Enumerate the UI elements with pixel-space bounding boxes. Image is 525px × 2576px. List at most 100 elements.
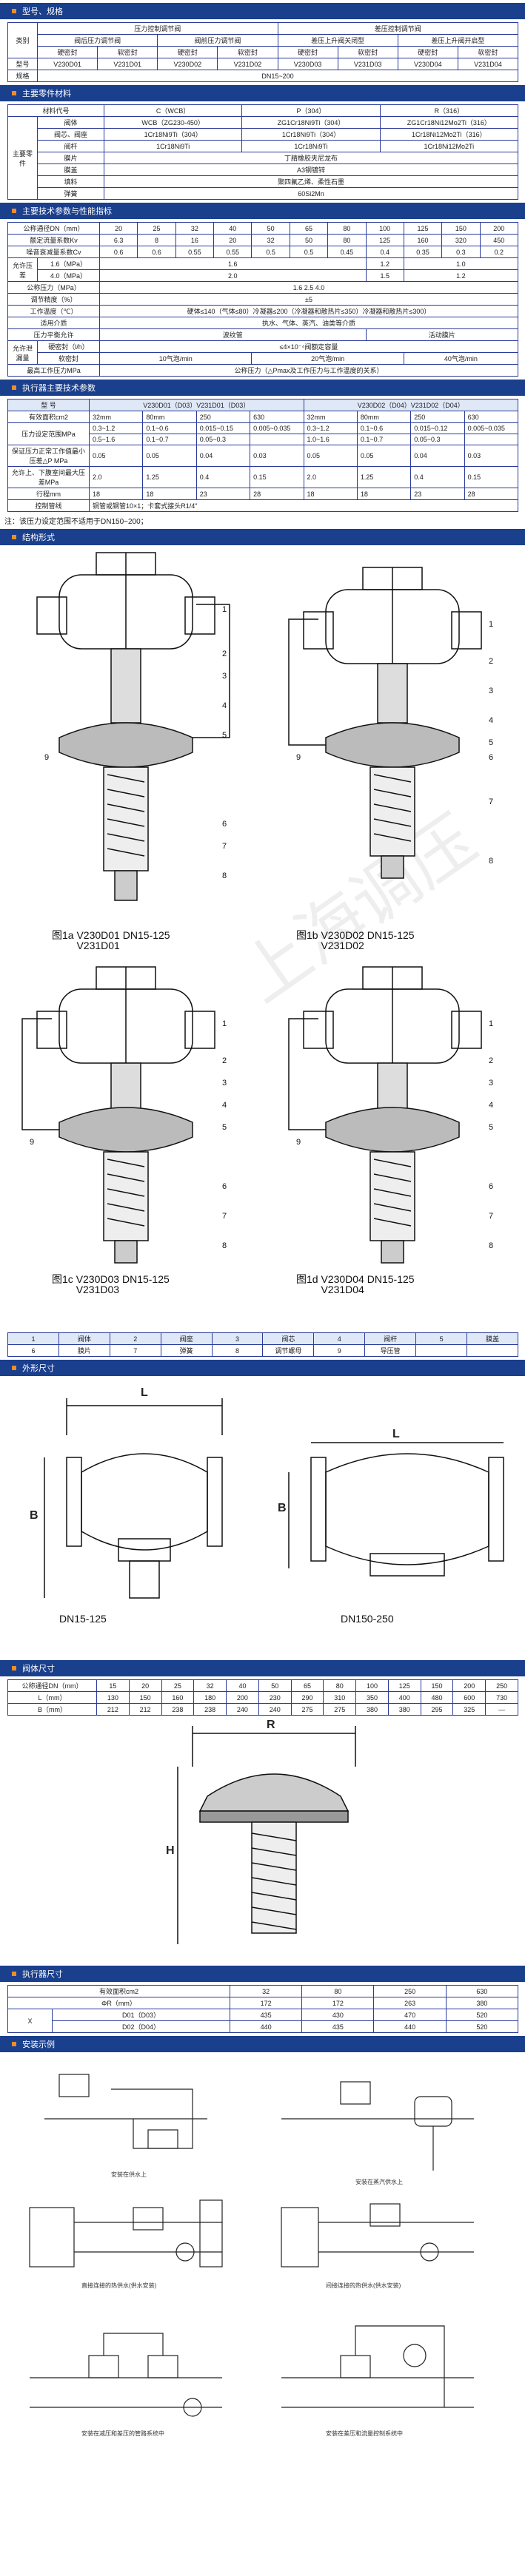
section-header-install: 安装示例 (0, 2036, 525, 2052)
l-cell: 200 (226, 1691, 259, 1704)
acc-label: 调节精度（%） (7, 293, 100, 306)
section-header-actuator: 执行器主要技术参数 (0, 380, 525, 396)
valve-diagram-1c: 123 456 789 (21, 966, 227, 1264)
leak-hard-label: 软密封 (37, 352, 100, 365)
area-cell: 80 (301, 1985, 375, 1997)
dn-label: 公称通径DN（mm） (7, 222, 100, 235)
section-header-model: 型号、规格 (0, 3, 525, 19)
cv-cell: 0.4 (365, 246, 404, 258)
kv-cell: 80 (327, 234, 367, 246)
part-name: 弹簧 (160, 1344, 213, 1357)
allow-cell: 2.0 (88, 466, 144, 488)
dn-cell: 20 (128, 1679, 162, 1692)
outline-caption-left: DN15-125 (59, 1613, 107, 1625)
part-name: 膜片 (36, 152, 105, 164)
p40-value: 1.2 (403, 269, 519, 282)
kv-cell: 320 (441, 234, 481, 246)
kv-cell: 32 (251, 234, 290, 246)
area-label: 有效面积cm2 (7, 1985, 231, 1997)
fig-models: V230D02 V231D02 (321, 929, 364, 951)
allow-cell: 0.15 (250, 466, 304, 488)
r-cell: 172 (301, 1997, 375, 2009)
allow-dp-label: 允许压差 (7, 257, 38, 282)
outline-diagram-large (288, 1442, 504, 1577)
cv-cell: 0.3 (441, 246, 481, 258)
seal-cell: 硬密封 (157, 46, 218, 58)
model-label: 型号 (7, 58, 38, 70)
svg-text:9: 9 (296, 1138, 301, 1147)
b-cell: 275 (323, 1703, 357, 1716)
fig-models: V230D03 V231D03 (76, 1273, 120, 1295)
actuator-dim-table: 有效面积cm2 32 80 250 630 ΦR（mm） 172 172 263… (7, 1985, 519, 2033)
group-cell: V230D01（D03）V231D01（D03） (89, 399, 304, 411)
spec-label: 规格 (7, 70, 38, 82)
bullet-icon (12, 1366, 16, 1370)
svg-text:1: 1 (222, 1019, 227, 1028)
svg-text:4: 4 (489, 1101, 493, 1110)
part-no: 9 (313, 1344, 366, 1357)
medium-value: 执水、气体、蒸汽、油类等介质 (99, 317, 518, 329)
actuator-diagram (177, 1726, 356, 1944)
svg-text:6: 6 (489, 753, 493, 762)
range-cell: 0.5~1.6 (88, 434, 144, 445)
b-cell: 295 (420, 1703, 454, 1716)
stroke-cell: 18 (142, 488, 197, 500)
r-cell: 380 (445, 1997, 519, 2009)
group-cell: V230D02（D04）V231D02（D04） (303, 399, 518, 411)
kv-cell: 450 (479, 234, 519, 246)
ok-cell: 0.05 (356, 445, 412, 467)
area-cell: 250 (373, 1985, 447, 1997)
fig-range: DN15-125 (122, 929, 170, 941)
max-dp-label: 最高工作压力MPa (7, 364, 100, 377)
bullet-icon (12, 91, 16, 95)
range-cell (464, 434, 519, 445)
range-cell: 0.3~1.2 (88, 422, 144, 434)
dn-cell: 125 (387, 1679, 421, 1692)
area-cell: 80mm (356, 411, 412, 423)
dn-cell: 65 (289, 222, 329, 235)
main-parts-label: 主要零件 (7, 116, 38, 200)
section-header-body-dim: 阀体尺寸 (0, 1660, 525, 1676)
part-name: 阀体 (36, 116, 105, 129)
model-cell: V231D03 (337, 58, 398, 70)
part-name: 导压管 (364, 1344, 417, 1357)
fig1c-caption: 图1c V230D03 V231D03 DN15-125 (52, 1274, 170, 1295)
svg-text:1: 1 (489, 620, 493, 629)
bullet-icon (12, 1972, 16, 1976)
kv-cell: 6.3 (98, 234, 138, 246)
stroke-label: 行程mm (7, 488, 90, 500)
material-code: R（316） (379, 104, 519, 117)
svg-text:4: 4 (222, 701, 227, 710)
install-caption: 间接连接的热供水(供水安装) (326, 2282, 401, 2289)
dn-cell: 20 (98, 222, 138, 235)
leak-hard-value: 20气泡/min (251, 352, 404, 365)
spec-value: DN15~200 (37, 70, 518, 82)
cv-label: 噪音衰减量系数Cv (7, 246, 100, 258)
svg-text:7: 7 (222, 842, 227, 851)
dn-cell: 200 (479, 222, 519, 235)
ok-label: 保证压力正常工作值最小压差△P MPa (7, 445, 90, 467)
d02-cell: 435 (301, 2020, 375, 2033)
svg-text:7: 7 (489, 1212, 493, 1221)
model-table: 类别 压力控制调节阀 差压控制调节阀 阀后压力调节阀 阀前压力调节阀 差压上升阀… (7, 22, 519, 82)
material-value: 60Si2Mn (104, 187, 518, 200)
part-name: 膜盖 (36, 163, 105, 176)
range-cell: 0.05~0.3 (410, 434, 465, 445)
range-cell: 0.05~0.3 (195, 434, 251, 445)
part-name: 阀座 (160, 1332, 213, 1345)
range-cell: 1.0~1.6 (303, 434, 358, 445)
ok-cell: 0.03 (464, 445, 519, 467)
dn-cell: 250 (485, 1679, 518, 1692)
section-title: 型号、规格 (22, 7, 63, 16)
d02-cell: 440 (230, 2020, 303, 2033)
section-title: 结构形式 (22, 533, 55, 542)
cv-cell: 0.5 (289, 246, 329, 258)
part-name: 阀芯 (262, 1332, 315, 1345)
b-cell: 240 (226, 1703, 259, 1716)
fig-label: 图1b (296, 929, 318, 941)
p16-value: 1.0 (403, 257, 519, 270)
section-header-actuator-dim: 执行器尺寸 (0, 1966, 525, 1982)
area-cell: 630 (464, 411, 519, 423)
dim-L: L (141, 1386, 148, 1399)
model-cell: V230D04 (397, 58, 458, 70)
